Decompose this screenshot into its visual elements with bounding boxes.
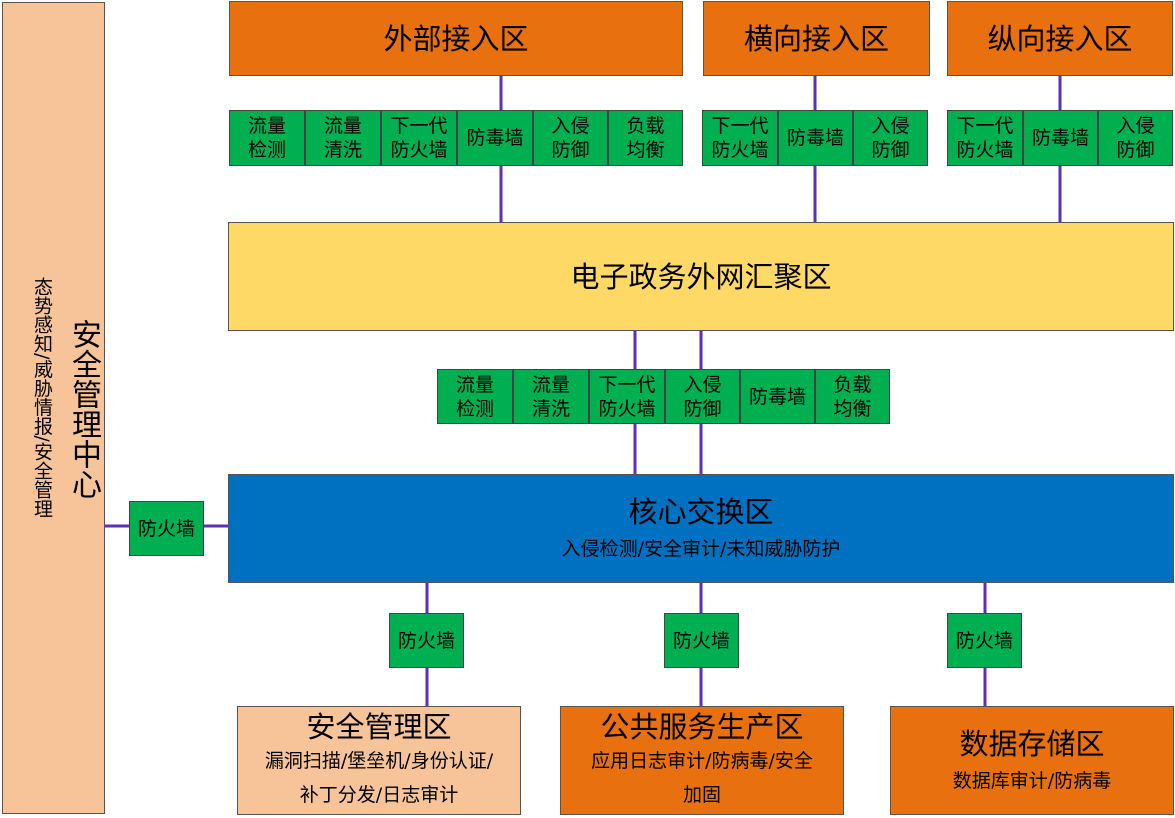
- public-zone-title: 公共服务生产区: [600, 709, 804, 744]
- device-ngfw: 下一代 防火墙: [947, 110, 1023, 166]
- security-management-center: 安全管理中心 态势感知/威胁情报/安全管理: [2, 2, 105, 814]
- public-service-zone: 公共服务生产区 应用日志审计/防病毒/安全 加固: [560, 706, 844, 815]
- security-management-zone: 安全管理区 漏洞扫描/堡垒机/身份认证/ 补丁分发/日志审计: [237, 706, 521, 815]
- security-center-subtitle: 态势感知/威胁情报/安全管理: [31, 277, 53, 518]
- storage-zone-title: 数据存储区: [959, 726, 1105, 761]
- core-zone-subtitle: 入侵检测/安全审计/未知威胁防护: [561, 537, 841, 560]
- device-ips: 入侵 防御: [665, 369, 740, 424]
- horizontal-access-zone-title: 横向接入区: [743, 21, 889, 56]
- device-antivirus-wall: 防毒墙: [778, 110, 853, 166]
- device-traffic-cleaning: 流量 清洗: [305, 110, 381, 166]
- core-zone-title: 核心交换区: [628, 494, 774, 529]
- device-traffic-cleaning: 流量 清洗: [513, 369, 589, 424]
- core-switching-zone: 核心交换区 入侵检测/安全审计/未知威胁防护: [228, 474, 1174, 583]
- device-ngfw: 下一代 防火墙: [589, 369, 665, 424]
- device-traffic-detection: 流量 检测: [437, 369, 513, 424]
- aggregation-zone-title: 电子政务外网汇聚区: [570, 259, 832, 294]
- aggregation-zone: 电子政务外网汇聚区: [228, 222, 1174, 331]
- storage-zone-subtitle: 数据库审计/防病毒: [952, 769, 1112, 792]
- security-zone-subtitle: 漏洞扫描/堡垒机/身份认证/ 补丁分发/日志审计: [264, 749, 494, 806]
- device-load-balancer: 负载 均衡: [815, 369, 890, 424]
- security-center-title: 安全管理中心: [66, 319, 101, 499]
- firewall-storage-zone: 防火墙: [947, 613, 1022, 668]
- device-traffic-detection: 流量 检测: [229, 110, 305, 166]
- device-load-balancer: 负载 均衡: [608, 110, 683, 166]
- external-access-zone: 外部接入区: [229, 1, 683, 76]
- vertical-access-zone: 纵向接入区: [947, 1, 1173, 76]
- device-ngfw: 下一代 防火墙: [702, 110, 778, 166]
- security-zone-title: 安全管理区: [306, 709, 452, 744]
- side-firewall: 防火墙: [129, 501, 204, 556]
- device-ips: 入侵 防御: [1098, 110, 1173, 166]
- horizontal-access-zone: 横向接入区: [703, 1, 930, 76]
- device-ips: 入侵 防御: [533, 110, 608, 166]
- device-antivirus-wall: 防毒墙: [740, 369, 815, 424]
- external-access-zone-title: 外部接入区: [383, 21, 529, 56]
- public-zone-subtitle: 应用日志审计/防病毒/安全 加固: [591, 749, 813, 806]
- firewall-public-zone: 防火墙: [664, 613, 739, 668]
- device-ngfw: 下一代 防火墙: [381, 110, 457, 166]
- device-ips: 入侵 防御: [853, 110, 928, 166]
- firewall-security-zone: 防火墙: [389, 613, 464, 668]
- device-antivirus-wall: 防毒墙: [457, 110, 533, 166]
- data-storage-zone: 数据存储区 数据库审计/防病毒: [890, 706, 1174, 815]
- device-antivirus-wall: 防毒墙: [1023, 110, 1098, 166]
- vertical-access-zone-title: 纵向接入区: [987, 21, 1133, 56]
